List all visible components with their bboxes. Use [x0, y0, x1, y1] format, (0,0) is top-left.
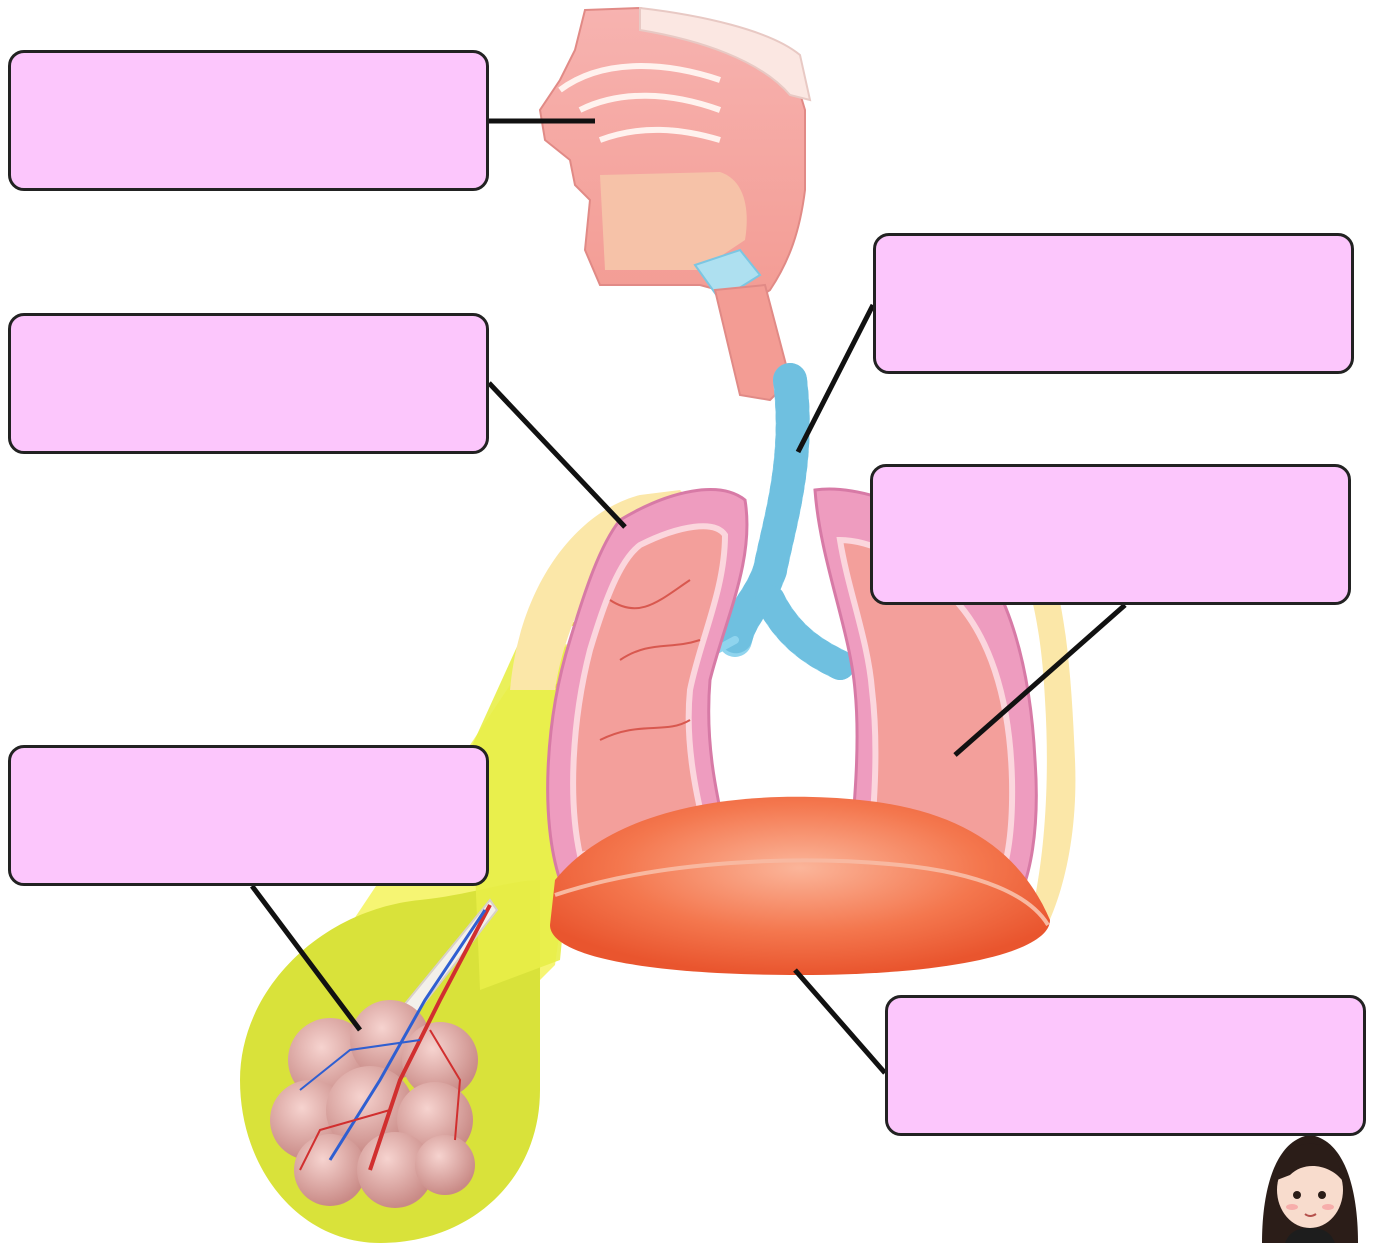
label-box-trachea[interactable]: [873, 233, 1354, 374]
label-box-alveoli[interactable]: [8, 745, 489, 886]
girl-avatar-icon: [1262, 1135, 1358, 1243]
leader-line-trachea: [798, 305, 873, 452]
label-box-pleura[interactable]: [8, 313, 489, 454]
leader-line-diaphragm: [795, 970, 885, 1073]
label-box-diaphragm[interactable]: [885, 995, 1366, 1136]
head-cross-section: [540, 8, 810, 300]
label-box-nasal-cavity[interactable]: [8, 50, 489, 191]
leader-line-pleura: [489, 383, 625, 527]
label-box-lung[interactable]: [870, 464, 1351, 605]
